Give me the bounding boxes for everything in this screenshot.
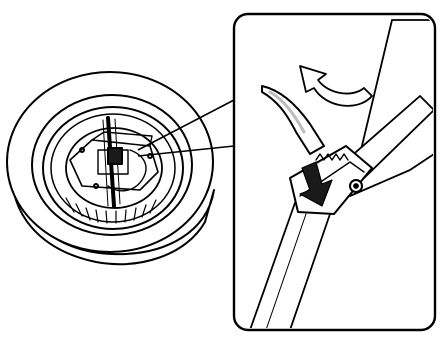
small-buckle: [108, 148, 122, 164]
spare-tire: [7, 72, 214, 264]
detail-inset: [234, 14, 440, 330]
pivot-bolt-center: [354, 184, 358, 188]
